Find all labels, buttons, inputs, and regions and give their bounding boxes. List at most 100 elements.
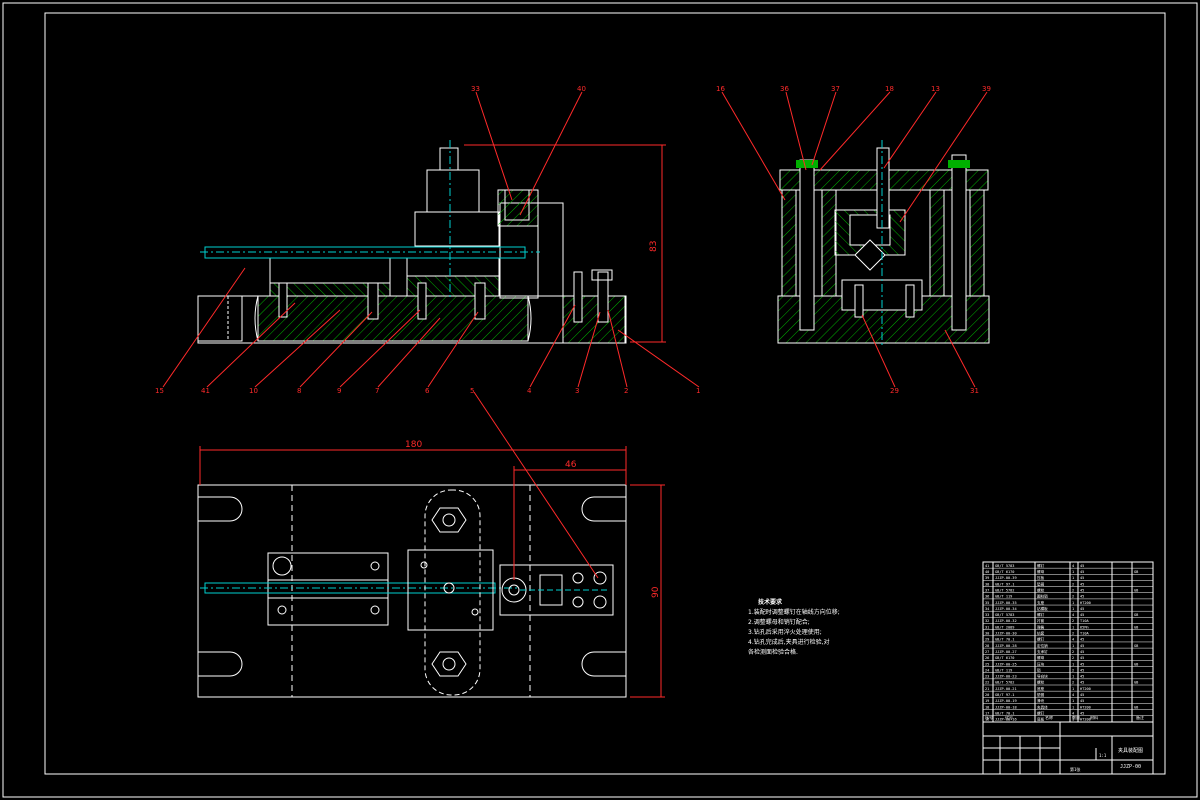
note-line-3: 3.钻孔后采用淬火处理使用; <box>748 629 822 636</box>
bom-cell: 4 <box>1072 564 1074 568</box>
bom-cell: 压板 <box>1037 575 1045 580</box>
dim-length: 180 <box>405 440 422 450</box>
bom-cell: 45 <box>1080 638 1084 642</box>
bom-cell: 65Mn <box>1080 625 1089 629</box>
bom-cell: 2 <box>1072 619 1074 623</box>
bom-header-cell: 数量 <box>1072 714 1080 720</box>
balloon-18: 18 <box>885 85 894 93</box>
bom-cell: JJZP-00-34 <box>995 607 1017 611</box>
bom-cell: T10A <box>1080 619 1089 623</box>
bom-cell: 45 <box>1080 699 1084 703</box>
note-line-5: 各检测面检验合格. <box>748 649 798 656</box>
bom-cell: 支承钉 <box>1037 649 1048 654</box>
bom-cell: T10A <box>1080 632 1089 636</box>
bom-cell: 33 <box>985 613 989 617</box>
bom-cell: 螺钉 <box>1037 612 1045 617</box>
bom-cell: 45 <box>1080 681 1084 685</box>
bom-cell: GB <box>1134 662 1138 666</box>
bom-cell: 45 <box>1080 588 1084 592</box>
bom-cell: 45 <box>1080 693 1084 697</box>
balloon-labels: 15 41 10 8 9 7 6 4 3 2 1 33 40 16 36 37 … <box>155 85 991 395</box>
balloon-16: 16 <box>716 85 725 93</box>
bom-cell: GB/T 5782 <box>995 681 1014 685</box>
bom-cell: 螺栓 <box>1037 680 1045 685</box>
balloon-13: 13 <box>931 85 940 93</box>
note-line-4: 4.钻孔完成后,夹具进行检验,对 <box>748 639 830 646</box>
bom-cell: 45 <box>1080 650 1084 654</box>
bom-cell: 45 <box>1080 564 1084 568</box>
bom-cell: 4 <box>1072 693 1074 697</box>
bom-cell: 压块 <box>1037 661 1045 666</box>
title-block: 夹具装配图 JJZP-00 1:1 第1张 <box>982 721 1154 775</box>
bom-cell: 弹簧 <box>1037 624 1045 629</box>
front-view <box>197 140 666 344</box>
balloon-29: 29 <box>890 387 899 395</box>
bom-cell: 16 <box>985 718 989 722</box>
bom-cell: 45 <box>1080 644 1084 648</box>
bom-cell: HT200 <box>1080 705 1091 709</box>
bom-cell: JJZP-00-16 <box>995 718 1017 722</box>
balloon-4: 4 <box>527 387 532 395</box>
title-sheet: 第1张 <box>1070 766 1080 772</box>
balloon-1: 1 <box>696 387 700 395</box>
balloon-8: 8 <box>297 387 301 395</box>
bom-cell: 40 <box>985 570 989 574</box>
bom-cell: 1 <box>1072 601 1074 605</box>
bom-cell: 1 <box>1072 625 1074 629</box>
balloon-2: 2 <box>624 387 628 395</box>
bom-header-cell: 备注 <box>1136 714 1144 720</box>
balloon-40: 40 <box>577 85 586 93</box>
bom-cell: 4 <box>1072 613 1074 617</box>
bom-cell: 1 <box>1072 699 1074 703</box>
title-drawing-no: JJZP-00 <box>1120 764 1141 770</box>
front-leaders <box>162 91 700 388</box>
bom-header-cell: 序号 <box>985 714 993 720</box>
bom-cell: 钻模板 <box>1037 606 1048 611</box>
bom-cell: 1 <box>1072 662 1074 666</box>
bom-cell: 2 <box>1072 632 1074 636</box>
bom-header-cell: 材料 <box>1090 714 1098 720</box>
bom-cell: 螺钉 <box>1037 710 1045 715</box>
bom-cell: 滑块 <box>1037 698 1045 703</box>
bom-cell: 圆柱销 <box>1037 594 1048 599</box>
bom-cell: GB/T 119 <box>995 668 1012 672</box>
note-line-1: 1.装配时调整螺钉在轴线方向位移; <box>748 609 840 616</box>
bom-header-cell: 名称 <box>1045 714 1053 720</box>
bom-cell: 41 <box>985 564 989 568</box>
bom-cell: GB/T 6170 <box>995 570 1014 574</box>
bom-cell: 螺钉 <box>1037 637 1045 642</box>
bom-cell: JJZP-00-27 <box>995 650 1017 654</box>
bom-cell: HT200 <box>1080 687 1091 691</box>
bom-cell: JJZP-00-19 <box>995 699 1017 703</box>
bom-cell: 32 <box>985 619 989 623</box>
bom-cell: 35 <box>985 601 989 605</box>
bom-cell: 36 <box>985 595 989 599</box>
bom-cell: 螺钉 <box>1037 563 1045 568</box>
bom-cell: 45 <box>1080 576 1084 580</box>
bom-cell: 19 <box>985 699 989 703</box>
bom-cell: 螺栓 <box>1037 587 1045 592</box>
bom-cell: JJZP-00-35 <box>995 601 1017 605</box>
balloon-36: 36 <box>780 85 789 93</box>
bom-cell: JJZP-00-32 <box>995 619 1017 623</box>
bom-cell: 22 <box>985 681 989 685</box>
bom-cell: 钻套 <box>1037 631 1045 636</box>
notes-heading: 技术要求 <box>758 599 783 606</box>
bom-header-cell: 代号 <box>1005 714 1013 720</box>
bom-cell: 垫圈 <box>1037 692 1045 697</box>
bom-cell: 1 <box>1072 576 1074 580</box>
bom-cell: 1 <box>1072 718 1074 722</box>
bom-cell: 螺母 <box>1037 569 1045 574</box>
bom-cell: JJZP-00-18 <box>995 705 1017 709</box>
bom-cell: GB <box>1134 625 1138 629</box>
bom-cell: 1 <box>1072 607 1074 611</box>
dim-height: 83 <box>649 241 659 252</box>
bom-cell: 17 <box>985 711 989 715</box>
bom-cell: 25 <box>985 662 989 666</box>
balloon-15: 15 <box>155 387 164 395</box>
note-line-2: 2.调整螺母和销钉配合; <box>748 619 810 626</box>
drawing-frame-inner <box>44 12 1166 775</box>
bom-cell: 28 <box>985 644 989 648</box>
bom-cell: GB/T 5783 <box>995 613 1014 617</box>
